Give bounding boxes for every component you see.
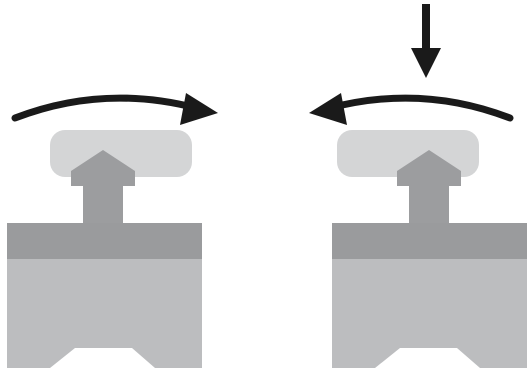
left-panel (7, 93, 218, 368)
curved-rotation-arrow-icon (309, 93, 514, 125)
right-stem (409, 183, 449, 223)
right-body-notch (375, 348, 480, 368)
down-arrow-icon (411, 4, 441, 78)
curved-rotation-arrow-icon (11, 93, 218, 125)
left-body-notch (50, 348, 155, 368)
left-stem (83, 183, 123, 223)
up-arrow-icon (71, 150, 135, 186)
up-arrow-icon (397, 150, 461, 186)
left-body-band (7, 223, 202, 259)
right-panel (309, 4, 527, 368)
right-body-band (332, 223, 527, 259)
